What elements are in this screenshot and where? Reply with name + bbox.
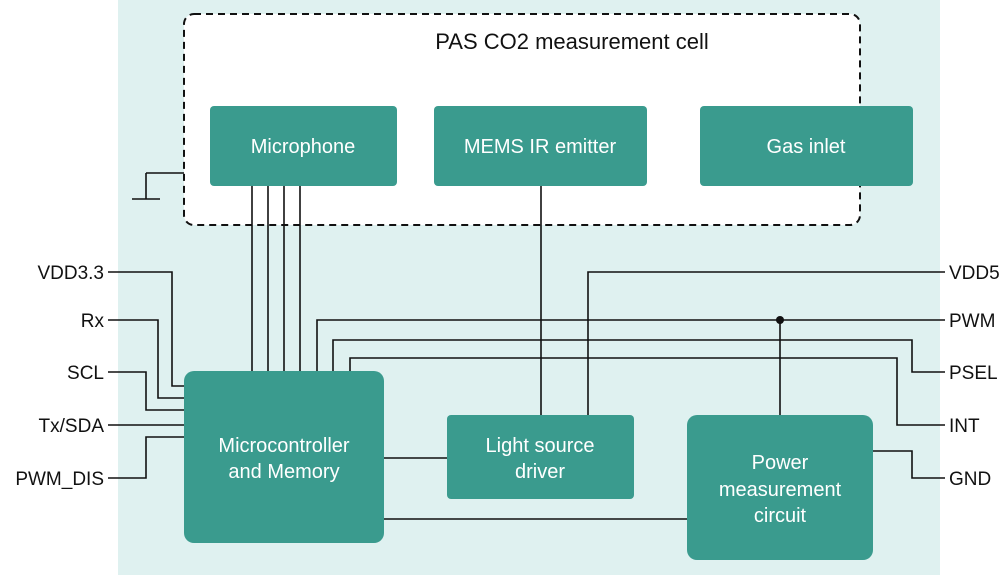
pin-txsda: Tx/SDA <box>39 416 105 437</box>
wire-pwm-dis <box>108 436 184 479</box>
mems-ir-emitter-label: MEMS IR emitter <box>464 136 617 158</box>
light-source-driver-block: Light source driver <box>447 415 634 499</box>
light-source-driver-label-line2: driver <box>515 461 565 483</box>
microcontroller-block: Microcontroller and Memory <box>184 371 384 543</box>
power-measurement-label-line2: measurement <box>719 479 842 501</box>
light-source-driver-label-line1: Light source <box>486 435 595 457</box>
power-measurement-block: Power measurement circuit <box>687 415 873 560</box>
microcontroller-label-line2: and Memory <box>228 461 339 483</box>
measurement-cell-title: PAS CO2 measurement cell <box>435 29 708 54</box>
wire-gnd <box>873 450 945 479</box>
ground-symbol <box>132 172 184 200</box>
microphone-block: Microphone <box>210 106 397 186</box>
junction-dot <box>776 316 784 324</box>
wire-rx <box>108 319 184 399</box>
power-measurement-label-line1: Power <box>752 452 809 474</box>
wire-int <box>349 357 945 426</box>
power-measurement-label-line3: circuit <box>754 505 807 527</box>
pin-pwm: PWM <box>949 311 995 332</box>
pin-vdd5: VDD5 <box>949 263 1000 284</box>
microphone-label: Microphone <box>251 136 356 158</box>
pin-pwm-dis: PWM_DIS <box>15 469 104 490</box>
wires <box>108 186 945 520</box>
pin-rx: Rx <box>81 311 105 332</box>
mems-ir-emitter-block: MEMS IR emitter <box>434 106 647 186</box>
wire-psel <box>332 339 945 373</box>
gas-inlet-label: Gas inlet <box>767 136 846 158</box>
microcontroller-label-line1: Microcontroller <box>218 435 349 457</box>
wire-scl <box>108 371 184 411</box>
wire-vdd33 <box>108 271 184 387</box>
pin-psel: PSEL <box>949 363 998 384</box>
pin-gnd: GND <box>949 469 991 490</box>
wire-vdd5 <box>587 271 945 415</box>
pin-int: INT <box>949 416 980 437</box>
gas-inlet-block: Gas inlet <box>700 106 913 186</box>
wire-pwm <box>316 319 945 371</box>
pin-scl: SCL <box>67 363 104 384</box>
pin-vdd33: VDD3.3 <box>37 263 104 284</box>
